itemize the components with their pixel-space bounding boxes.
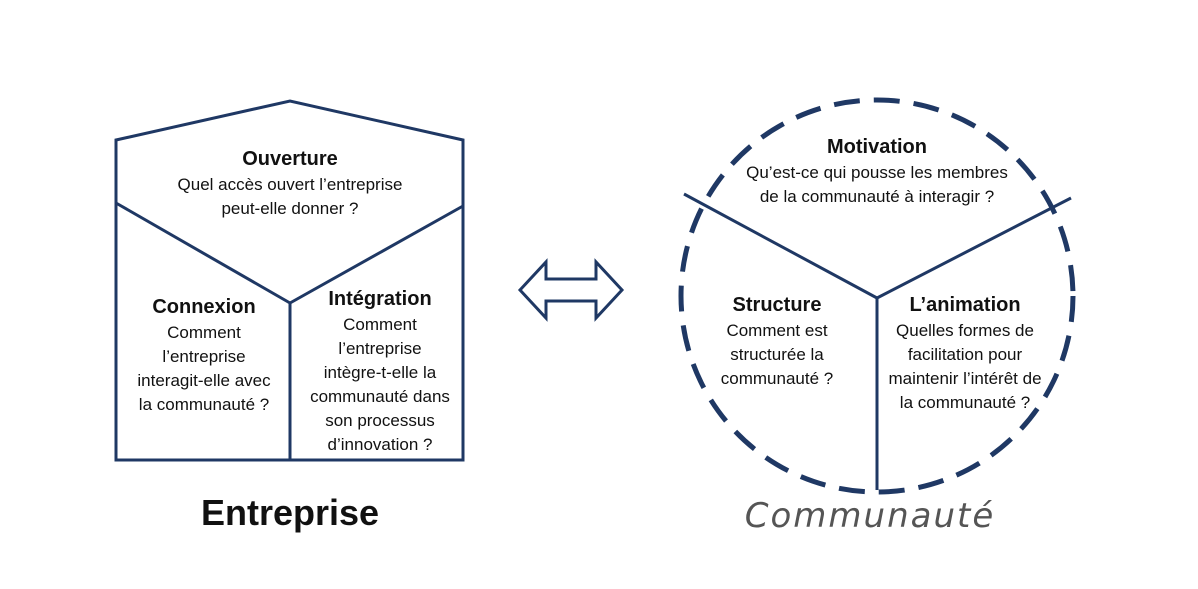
- connexion-line: interagit-elle avec: [137, 371, 271, 390]
- motivation-line: de la communauté à interagir ?: [759, 187, 995, 206]
- communaute-divider-left: [683, 192, 878, 300]
- integration-line: Comment: [343, 315, 417, 334]
- entreprise-divider-right: [289, 204, 464, 305]
- animation-line: maintenir l’intérêt de: [888, 369, 1042, 388]
- entreprise-house-frame: [114, 99, 465, 462]
- structure-line: Comment est: [726, 321, 828, 340]
- animation-title: L’animation: [909, 294, 1021, 316]
- motivation-block: Motivation Qu’est-ce qui pousse les memb…: [720, 134, 1034, 209]
- structure-title: Structure: [732, 294, 822, 316]
- connexion-title: Connexion: [152, 296, 256, 318]
- integration-line: d’innovation ?: [327, 435, 433, 454]
- integration-title: Intégration: [328, 288, 432, 310]
- connexion-line: Comment: [167, 323, 241, 342]
- integration-block: Intégration Comment l’entreprise intègre…: [300, 286, 460, 457]
- communaute-divider-right: [876, 196, 1072, 300]
- ouverture-line: Quel accès ouvert l’entreprise: [177, 175, 403, 194]
- communaute-dashed-circle: [678, 97, 1076, 495]
- connexion-line: l’entreprise: [162, 347, 246, 366]
- ouverture-line: peut-elle donner ?: [221, 199, 359, 218]
- animation-block: L’animation Quelles formes de facilitati…: [878, 292, 1052, 415]
- motivation-title: Motivation: [827, 136, 927, 158]
- double-arrow-icon: [517, 258, 625, 322]
- animation-line: la communauté ?: [899, 393, 1031, 412]
- integration-line: son processus: [325, 411, 435, 430]
- structure-line: communauté ?: [720, 369, 834, 388]
- motivation-line: Qu’est-ce qui pousse les membres: [746, 163, 1008, 182]
- ouverture-title: Ouverture: [242, 148, 338, 170]
- integration-line: intègre-t-elle la: [323, 363, 437, 382]
- connexion-line: la communauté ?: [138, 395, 270, 414]
- animation-line: facilitation pour: [907, 345, 1023, 364]
- entreprise-label: Entreprise: [200, 492, 380, 533]
- animation-line: Quelles formes de: [896, 321, 1034, 340]
- communaute-label: Communauté: [744, 496, 996, 536]
- ouverture-block: Ouverture Quel accès ouvert l’entreprise…: [150, 146, 430, 221]
- structure-line: structurée la: [730, 345, 824, 364]
- structure-block: Structure Comment est structurée la comm…: [700, 292, 854, 391]
- entreprise-divider-left: [115, 201, 291, 305]
- connexion-block: Connexion Comment l’entreprise interagit…: [122, 294, 286, 417]
- integration-line: l’entreprise: [338, 339, 422, 358]
- integration-line: communauté dans: [310, 387, 450, 406]
